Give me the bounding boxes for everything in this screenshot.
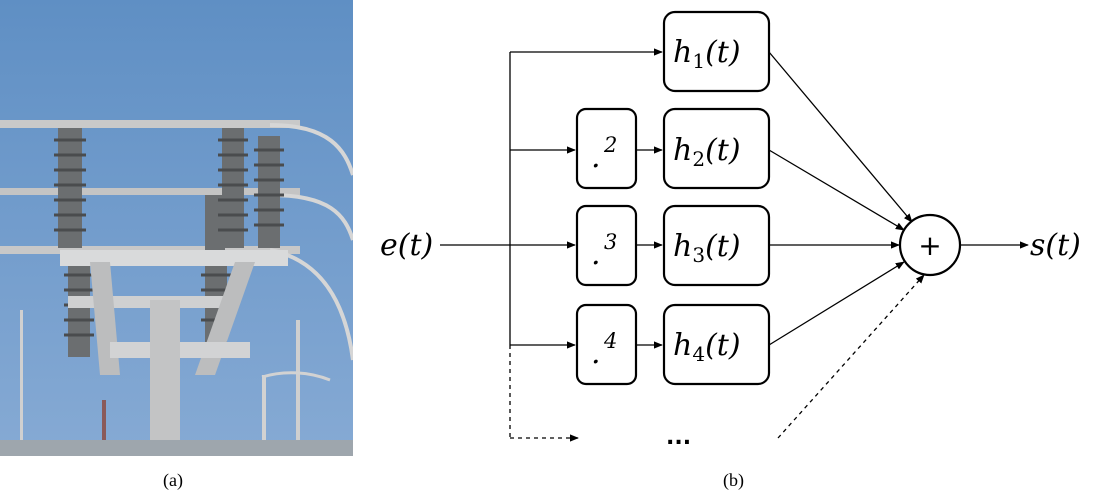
svg-text:+: + <box>918 229 941 262</box>
sum-input-more <box>777 274 925 439</box>
substation-photo <box>0 0 353 456</box>
sum-input-2 <box>768 149 905 231</box>
filter-block-2: h2(t) <box>662 107 771 190</box>
svg-text:.: . <box>591 336 601 371</box>
caption-b: (b) <box>723 470 744 490</box>
power-block-2: . 2 <box>575 107 638 190</box>
filter-block-3: h3(t) <box>662 204 771 287</box>
sum-input-4 <box>768 261 905 346</box>
svg-text:h4(t): h4(t) <box>673 328 741 366</box>
block-diagram: e(t) . 2 . 3 . 4 h1(t) h2(t) <box>380 10 1081 450</box>
caption-a: (a) <box>163 470 183 490</box>
output-label: s(t) <box>1030 228 1081 263</box>
power-block-4: . 4 <box>575 303 638 386</box>
filter-block-4: h4(t) <box>662 303 771 386</box>
filter-block-1: h1(t) <box>662 10 771 93</box>
svg-text:.: . <box>591 140 601 175</box>
svg-text:3: 3 <box>604 230 617 254</box>
svg-text:h3(t): h3(t) <box>673 229 741 267</box>
svg-text:h2(t): h2(t) <box>673 133 741 171</box>
svg-text:h1(t): h1(t) <box>673 35 741 73</box>
input-label: e(t) <box>380 228 433 263</box>
power-block-3: . 3 <box>575 204 638 287</box>
more-branches-ellipsis: ... <box>666 425 691 450</box>
summing-junction: + <box>898 213 962 277</box>
sum-input-1 <box>768 51 913 223</box>
svg-text:4: 4 <box>603 329 617 353</box>
svg-text:.: . <box>591 237 601 272</box>
svg-text:2: 2 <box>603 133 617 157</box>
